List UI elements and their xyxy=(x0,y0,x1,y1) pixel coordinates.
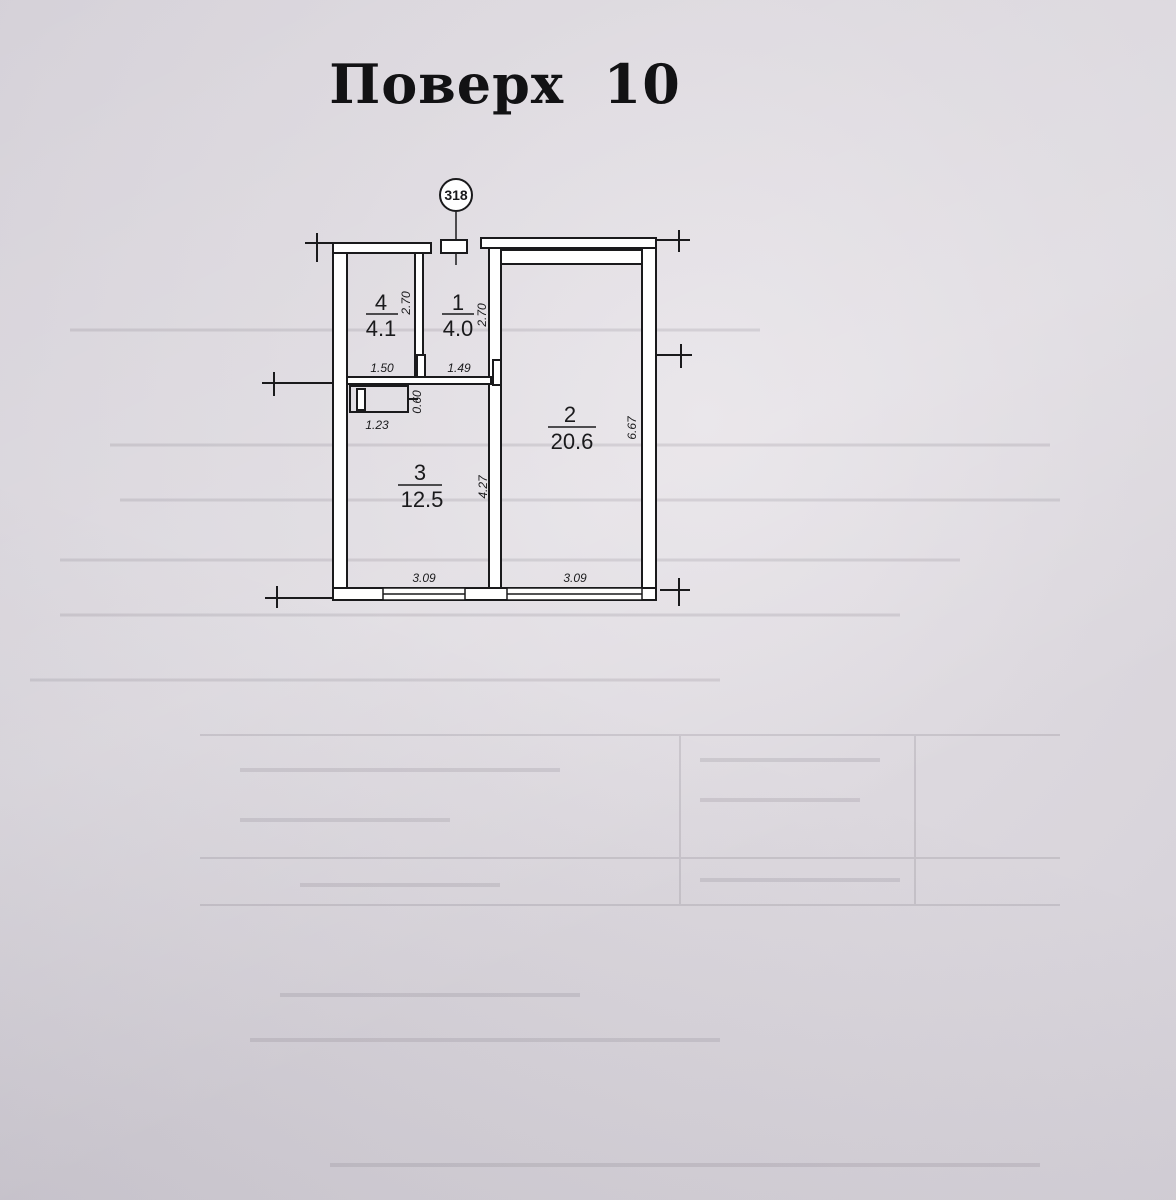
dim-room3-width: 3.09 xyxy=(412,571,436,585)
windows xyxy=(382,587,643,601)
dimension-labels: 1.50 2.70 1.49 2.70 1.23 0.60 4.27 3.09 … xyxy=(365,291,639,585)
niche xyxy=(349,385,418,413)
room-1-number: 1 xyxy=(452,290,464,315)
room-2-area: 20.6 xyxy=(551,429,594,454)
dim-room1-width: 1.49 xyxy=(447,361,471,375)
dim-room2-height: 6.67 xyxy=(625,415,639,440)
dim-room4-height: 2.70 xyxy=(399,291,413,316)
dim-room3-height: 4.27 xyxy=(476,474,490,499)
room-4-number: 4 xyxy=(375,290,387,315)
dim-room4-width: 1.50 xyxy=(370,361,394,375)
dim-room2-width: 3.09 xyxy=(563,571,587,585)
door-openings xyxy=(416,239,502,386)
room-labels: 4 4.1 1 4.0 2 20.6 3 12.5 xyxy=(366,290,596,512)
room-2-number: 2 xyxy=(564,402,576,427)
room-3-number: 3 xyxy=(414,460,426,485)
room-1-area: 4.0 xyxy=(443,316,474,341)
dim-room1-height: 2.70 xyxy=(475,303,489,328)
section-marker-label: 318 xyxy=(444,187,468,203)
room-3-area: 12.5 xyxy=(401,487,444,512)
dim-niche-width: 1.23 xyxy=(365,418,389,432)
axis-arrows xyxy=(262,230,692,608)
section-marker: 318 xyxy=(439,178,473,265)
room-4-area: 4.1 xyxy=(366,316,397,341)
dim-niche-height: 0.60 xyxy=(410,390,424,414)
page-title: Поверх 10 xyxy=(329,52,681,116)
